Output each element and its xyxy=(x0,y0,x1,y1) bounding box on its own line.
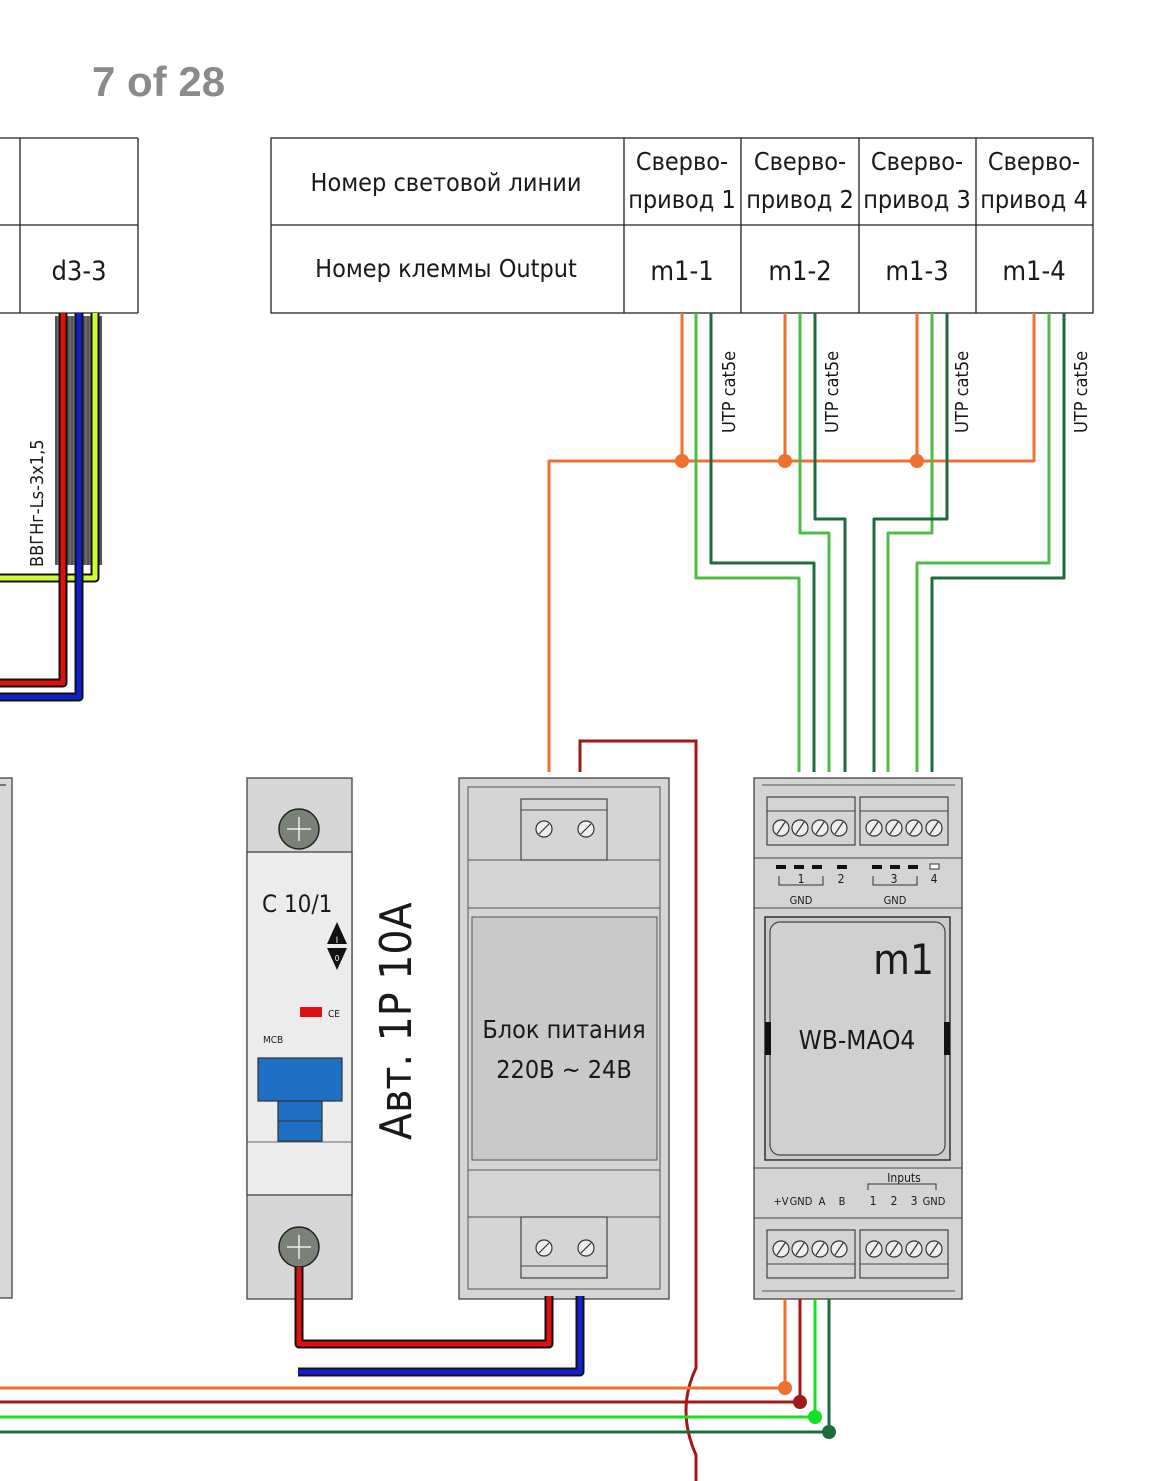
table-col3-terminal: m1-3 xyxy=(885,256,948,287)
table-col4-terminal: m1-4 xyxy=(1002,256,1065,287)
module-bottom-right-1: 1 xyxy=(870,1194,877,1208)
breaker-rating: C 10/1 xyxy=(262,890,332,918)
screw-slot xyxy=(834,821,844,835)
table-header-line-number: Номер световой линии xyxy=(311,168,582,197)
breaker-caption: Авт. 1P 10A xyxy=(371,902,422,1140)
table-col1-subtitle: привод 1 xyxy=(628,185,736,214)
power-wires xyxy=(0,313,100,702)
psu-label-line2: 220В ~ 24В xyxy=(496,1055,632,1084)
module-top-num-1: 1 xyxy=(798,872,805,886)
bus-junctions-bottom xyxy=(778,1381,836,1439)
bottom-screw-icon xyxy=(278,1226,320,1268)
terminal-table xyxy=(270,137,1094,314)
utp-label-4: UTP cat5e xyxy=(1071,351,1092,433)
table-col4-subtitle: привод 4 xyxy=(980,185,1088,214)
module-top-num-3: 3 xyxy=(891,872,898,886)
module-bottom-left-3: A xyxy=(819,1195,826,1208)
screw-slot xyxy=(909,821,919,835)
on-off-arrows-icon xyxy=(327,922,347,970)
screw-slot xyxy=(795,821,805,835)
module-bottom-left-4: B xyxy=(839,1195,846,1208)
screw-slot xyxy=(929,821,939,835)
breaker-on-mark: I xyxy=(336,936,338,946)
table-col4-title: Сверво- xyxy=(988,147,1080,176)
circuit-breaker xyxy=(246,777,353,1300)
left-partial-module xyxy=(0,777,13,1299)
bus-junctions xyxy=(675,454,924,468)
screw-slot xyxy=(834,1242,844,1256)
module-bottom-left-1: +V xyxy=(773,1195,788,1208)
module-bottom-right-4: GND xyxy=(923,1195,946,1208)
utp-label-2: UTP cat5e xyxy=(822,351,843,433)
screw-slot xyxy=(815,1242,825,1256)
power-supply xyxy=(458,777,670,1300)
utp-label-3: UTP cat5e xyxy=(952,351,973,433)
table-col1-title: Сверво- xyxy=(636,147,728,176)
table-header-output-terminal: Номер клеммы Output xyxy=(315,254,577,283)
table-col3-subtitle: привод 3 xyxy=(863,185,971,214)
module-bottom-right-2: 2 xyxy=(891,1194,898,1208)
page-indicator: 7 of 28 xyxy=(92,58,226,105)
module-top-num-4: 4 xyxy=(931,872,938,886)
screw-slot xyxy=(776,821,786,835)
screw-slot xyxy=(909,1242,919,1256)
module-top-gnd-1: GND xyxy=(790,894,813,907)
utp-label-1: UTP cat5e xyxy=(719,351,740,433)
screw-slot xyxy=(889,1242,899,1256)
power-cable-label: ВВГНг-Ls-3х1,5 xyxy=(27,439,48,567)
psu-label-line1: Блок питания xyxy=(482,1015,645,1044)
table-col1-terminal: m1-1 xyxy=(650,256,713,287)
module-terminal-screws xyxy=(772,819,943,1258)
utp-wires xyxy=(547,313,1066,772)
module-model: WB-MAO4 xyxy=(799,1026,916,1056)
breaker-handle xyxy=(257,1057,343,1142)
mcb-label: MCB xyxy=(263,1035,283,1046)
screw-slot xyxy=(815,821,825,835)
breaker-psu-wires xyxy=(294,1267,585,1377)
module-top-gnd-2: GND xyxy=(884,894,907,907)
module-bottom-left-2: GND xyxy=(790,1195,813,1208)
left-partial-table xyxy=(0,137,139,314)
top-screw-icon xyxy=(278,808,320,850)
module-bottom-right-3: 3 xyxy=(911,1194,918,1208)
ce-mark: CE xyxy=(328,1009,340,1020)
module-inputs-label: Inputs xyxy=(887,1171,921,1185)
screw-slot xyxy=(776,1242,786,1256)
screw-slot xyxy=(929,1242,939,1256)
screw-slot xyxy=(869,821,879,835)
module-top-num-2: 2 xyxy=(838,872,845,886)
table-col3-title: Сверво- xyxy=(871,147,963,176)
breaker-off-mark: 0 xyxy=(335,954,340,963)
table-col2-title: Сверво- xyxy=(754,147,846,176)
indicator-window xyxy=(300,1007,322,1017)
screw-slot xyxy=(795,1242,805,1256)
module-bus-wires xyxy=(0,1299,831,1434)
screw-slot xyxy=(869,1242,879,1256)
table-col2-subtitle: привод 2 xyxy=(746,185,854,214)
left-table-cell: d3-3 xyxy=(51,256,106,287)
module-id: m1 xyxy=(873,935,934,984)
screw-slot xyxy=(889,821,899,835)
table-col2-terminal: m1-2 xyxy=(768,256,831,287)
